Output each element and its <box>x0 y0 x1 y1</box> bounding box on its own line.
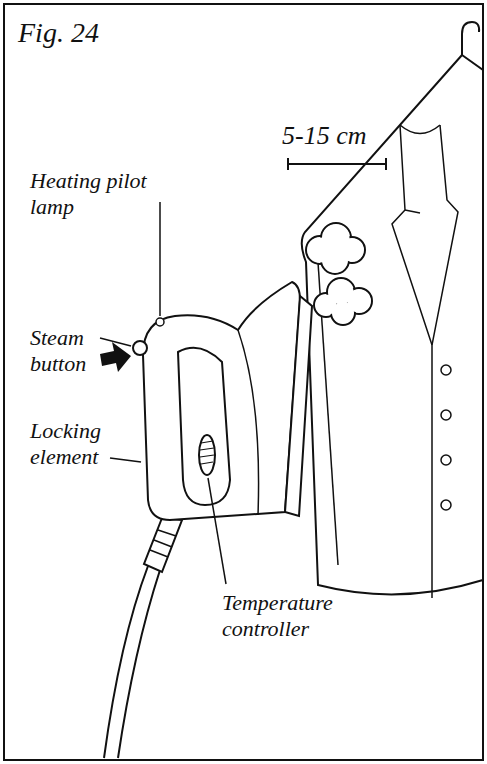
hanger-hook <box>462 22 479 56</box>
steam-button <box>133 341 147 355</box>
jacket-button <box>441 455 451 465</box>
part-label: Steam button <box>30 325 102 377</box>
leader-line <box>110 458 141 462</box>
part-label: Heating pilot lamp <box>30 168 158 220</box>
jacket-button <box>441 410 451 420</box>
dimension-label: 5-15 cm <box>282 120 422 151</box>
leader-line <box>159 202 161 316</box>
soleplate <box>285 296 312 516</box>
jacket-button <box>441 500 451 510</box>
cord-strain-relief <box>144 518 182 572</box>
handle-opening <box>178 348 230 505</box>
body-contour <box>238 330 259 515</box>
power-cord <box>118 570 160 758</box>
pointer-arrow <box>100 342 131 372</box>
collar-neck <box>400 125 440 134</box>
leader-line <box>208 478 226 584</box>
part-label: Locking element <box>30 418 114 470</box>
dimension-bar <box>288 158 386 170</box>
part-label: Temperature controller <box>222 590 372 642</box>
strain-relief-ridges <box>150 530 176 557</box>
pilot-lamp <box>156 318 164 326</box>
jacket-button <box>441 365 451 375</box>
power-cord <box>104 566 148 758</box>
dial-ridges <box>200 441 214 464</box>
left-lapel <box>392 125 432 345</box>
steam-cloud <box>306 223 372 325</box>
figure-frame <box>4 4 483 760</box>
temperature-dial <box>199 435 215 475</box>
right-lapel <box>432 125 458 598</box>
figure-title: Fig. 24 <box>18 16 158 49</box>
steam-cloud-fill <box>308 225 371 324</box>
iron-body <box>143 282 300 520</box>
lapel-notch <box>405 210 420 213</box>
